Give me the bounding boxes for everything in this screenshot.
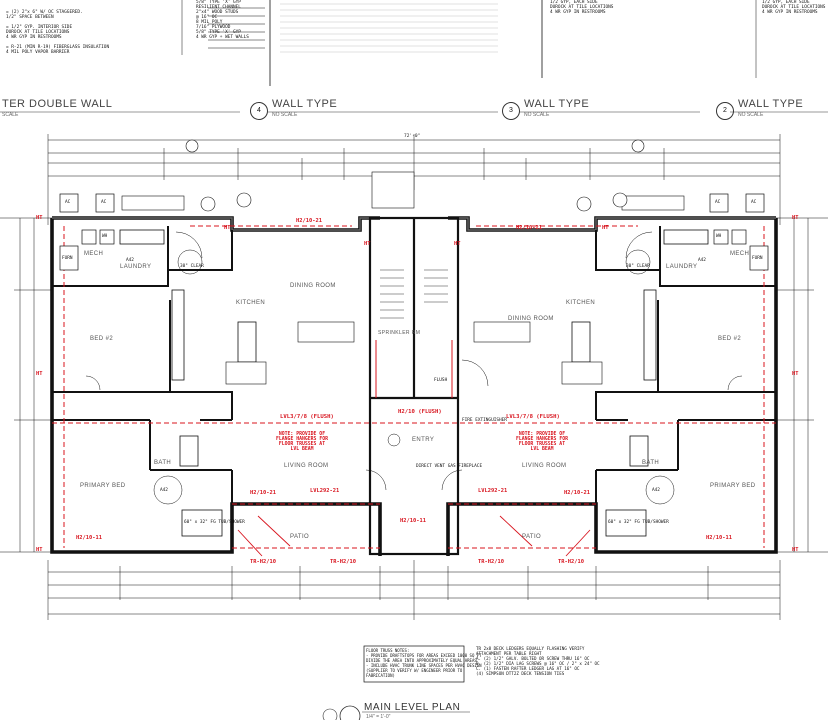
- direct-vent-label: DIRECT VENT GAS FIREPLACE: [416, 464, 483, 469]
- notes-top-right-b: 1/2 GYP, EACH SIDE DUROCK AT TILE LOCATI…: [762, 0, 826, 15]
- room-sprinkler: SPRINKLER RM: [378, 330, 421, 336]
- fire-ext-label: FIRE EXTINGUISHER: [462, 418, 507, 423]
- room-primary-bed-right: PRIMARY BED: [710, 483, 756, 489]
- ht-label-10: HT: [454, 241, 461, 247]
- deck-ledger-notes: TR 2x8 DECK LEDGERS EQUALLY FLASHING VER…: [476, 646, 600, 676]
- beam-label-tr-a: TR-H2/10: [250, 559, 276, 565]
- beam-label-lvl292-b: LVL292-21: [478, 488, 508, 494]
- beam-label-lvl292-a: LVL292-21: [310, 488, 340, 494]
- wh-label-right: WH: [716, 234, 722, 239]
- overall-dimension: 72'-0": [404, 134, 421, 139]
- tub-label-left: 60" x 32" FG TUB/SHOWER: [184, 520, 245, 525]
- ht-label-9: HT: [364, 241, 371, 247]
- room-bed2-right: BED #2: [718, 336, 742, 342]
- wh-label-left: WH: [102, 234, 108, 239]
- beam-label-h210-21-a: H2/10-21: [296, 218, 322, 224]
- ht-label-5: HT: [36, 547, 43, 553]
- room-primary-bed-left: PRIMARY BED: [80, 483, 126, 489]
- ac-label-1: AC: [65, 200, 71, 205]
- room-bed2-left: BED #2: [90, 336, 114, 342]
- notes-top-right-a: 1/2 GYP, EACH SIDE DUROCK AT TILE LOCATI…: [550, 0, 614, 15]
- ht-label-3: HT: [36, 371, 43, 377]
- beam-label-lvl-left: LVL3/7/8 (FLUSH): [280, 414, 334, 420]
- beam-label-tr-b: TR-H2/10: [330, 559, 356, 565]
- ac-label-4: AC: [751, 200, 757, 205]
- ht-label-1: HT: [36, 215, 43, 221]
- room-patio-right: PATIO: [522, 534, 542, 540]
- room-bath-right: BATH: [642, 460, 660, 466]
- wall-type-title-4: WALL TYPE: [272, 98, 338, 110]
- furn-label-left: FURN: [62, 256, 73, 261]
- room-dining-right: DINING ROOM: [508, 316, 554, 322]
- wall-type-title-1: TER DOUBLE WALL: [2, 98, 113, 110]
- wall-type-scale-4: NO SCALE: [272, 112, 298, 118]
- beam-label-lvl-right: LVL3/7/8 (FLUSH): [506, 414, 560, 420]
- room-entry: ENTRY: [412, 437, 435, 443]
- beam-label-h210-11-a: H2/10-11: [76, 535, 102, 541]
- ht-label-8: HT: [602, 225, 609, 231]
- room-kitchen-left: KITCHEN: [236, 300, 266, 306]
- room-bath-left: BATH: [154, 460, 172, 466]
- wall-type-scale-1: SCALE: [2, 112, 19, 118]
- wall-type-number-3: 3: [502, 102, 520, 120]
- lvl-note-left: NOTE: PROVIDE OF FLANGE HANGERS FOR FLOO…: [276, 432, 328, 452]
- room-laundry-right: LAUNDRY: [666, 264, 698, 270]
- clear-label-1: 30" CLEAR: [180, 264, 204, 269]
- floor-truss-notes: FLOOR TRUSS NOTES: - PROVIDE DRAFTSTOPS …: [366, 648, 482, 678]
- notes-top-left: = (2) 2"x 6" W/ OC STAGGERED. 1/2" SPACE…: [6, 10, 110, 55]
- lvl-note-right: NOTE: PROVIDE OF FLANGE HANGERS FOR FLOO…: [516, 432, 568, 452]
- tub-label-right: 60" x 32" FG TUB/SHOWER: [608, 520, 669, 525]
- ac-label-3: AC: [715, 200, 721, 205]
- wall-type-number-2: 2: [716, 102, 734, 120]
- wall-type-scale-2: NO SCALE: [738, 112, 764, 118]
- beam-label-h210-21-c: H2/10-21: [250, 490, 276, 496]
- room-living-left: LIVING ROOM: [284, 463, 329, 469]
- room-mech-right: MECH: [730, 251, 750, 257]
- a42-label-1: A42: [126, 258, 134, 263]
- room-kitchen-right: KITCHEN: [566, 300, 596, 306]
- furn-label-right: FURN: [752, 256, 763, 261]
- clear-label-2: 30" CLEAR: [626, 264, 650, 269]
- wall-type-scale-3: NO SCALE: [524, 112, 550, 118]
- beam-label-h210-21-d: H2/10-21: [564, 490, 590, 496]
- room-laundry-left: LAUNDRY: [120, 264, 152, 270]
- plan-scale: 1/4" = 1'-0": [366, 714, 391, 720]
- ht-label-7: HT: [224, 225, 231, 231]
- beam-label-h210-11-b: H2/10-11: [706, 535, 732, 541]
- a42-label-2: A42: [698, 258, 706, 263]
- ht-label-4: HT: [792, 371, 799, 377]
- beam-label-h210-11-c: H2/10-11: [400, 518, 426, 524]
- a42-label-3: A42: [160, 488, 168, 493]
- wall-type-title-2: WALL TYPE: [738, 98, 804, 110]
- a42-label-4: A42: [652, 488, 660, 493]
- notes-top-center: 5/8" TYPE 'X' GYP RESILIENT CHANNEL 2"x4…: [196, 0, 249, 40]
- room-living-right: LIVING ROOM: [522, 463, 567, 469]
- ac-label-2: AC: [101, 200, 107, 205]
- wall-type-title-3: WALL TYPE: [524, 98, 590, 110]
- room-dining-left: DINING ROOM: [290, 283, 336, 289]
- ht-label-2: HT: [792, 215, 799, 221]
- beam-label-tr-d: TR-H2/10: [558, 559, 584, 565]
- plan-title: MAIN LEVEL PLAN: [364, 702, 461, 713]
- beam-label-h210-21-b: H2/10-21: [516, 225, 542, 231]
- room-mech-left: MECH: [84, 251, 104, 257]
- flush-label: FLUSH: [434, 378, 448, 383]
- ht-label-6: HT: [792, 547, 799, 553]
- beam-label-lvl-center: H2/10 (FLUSH): [398, 409, 442, 415]
- wall-type-number-4: 4: [250, 102, 268, 120]
- room-patio-left: PATIO: [290, 534, 310, 540]
- beam-label-tr-c: TR-H2/10: [478, 559, 504, 565]
